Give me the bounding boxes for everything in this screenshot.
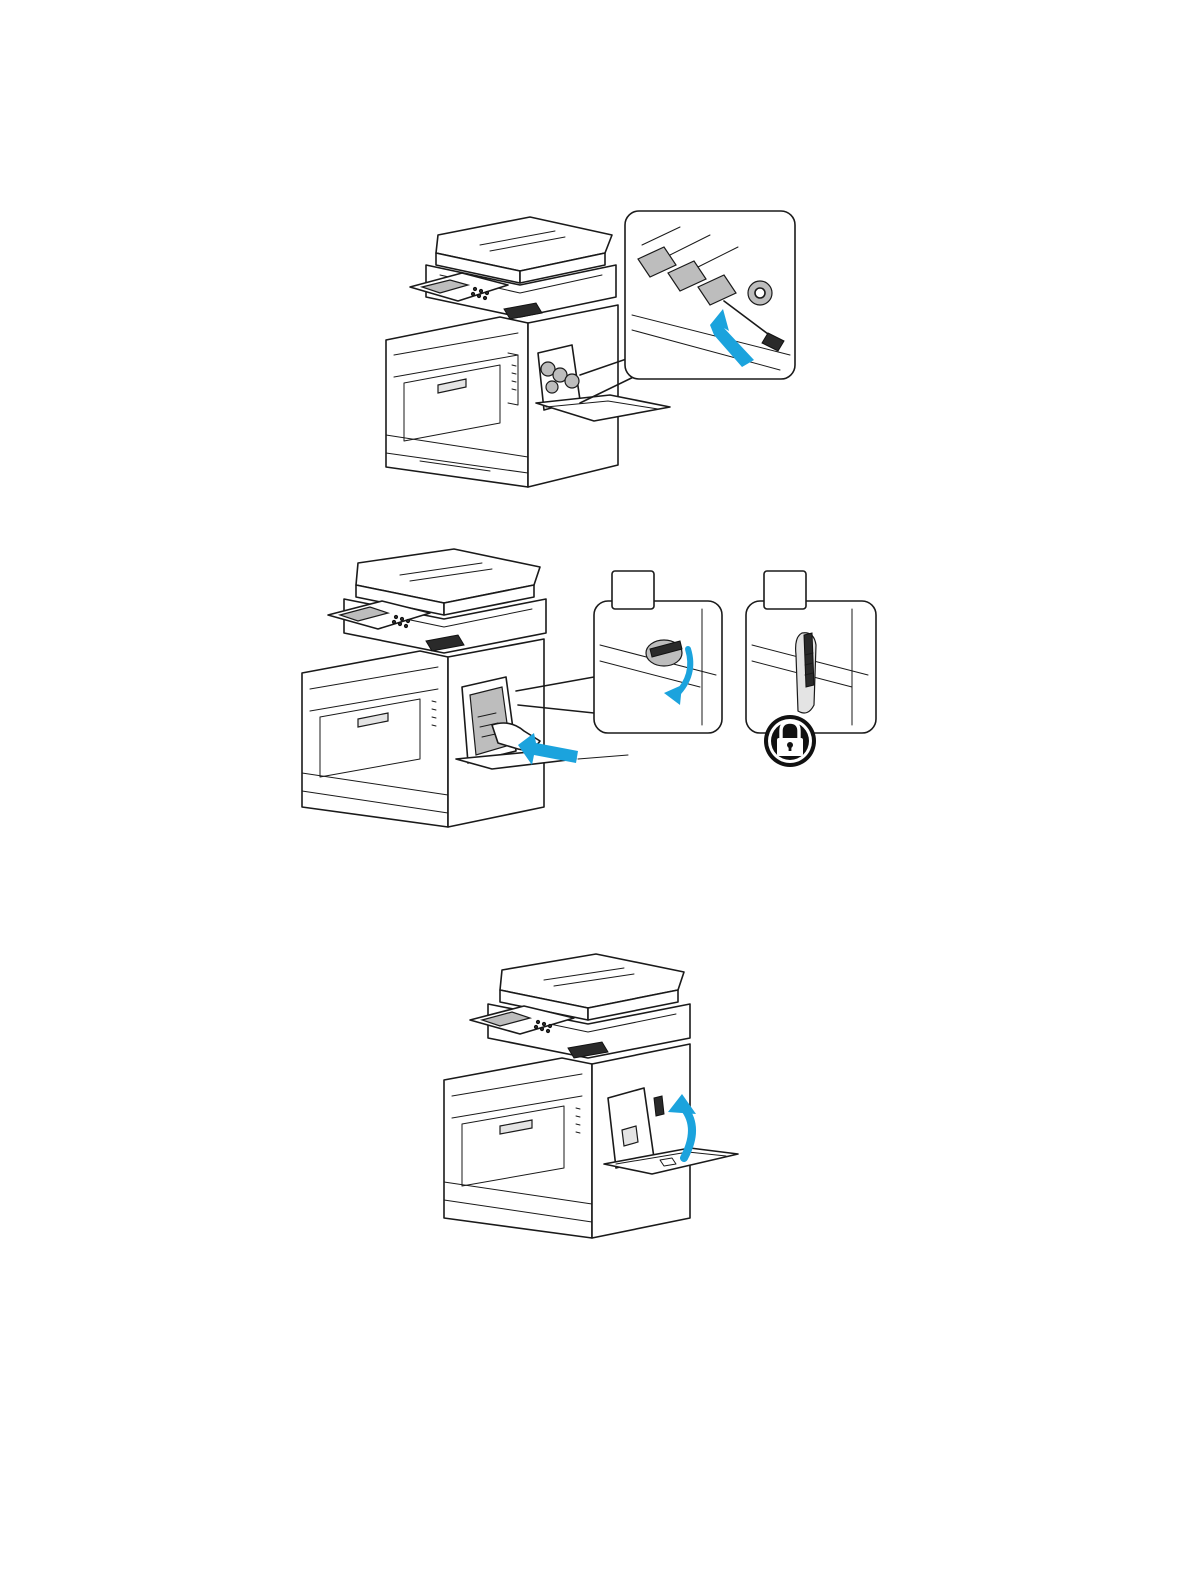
printer-close-right-door-icon	[438, 948, 748, 1243]
printer-waste-toner-box-with-lock-lever-insets-icon	[296, 545, 886, 830]
figure-3-printer-close-door	[438, 948, 748, 1243]
padlock-icon	[764, 715, 816, 767]
figure-1-printer-cleaning-rod	[380, 205, 810, 495]
figure-2-printer-waste-toner	[296, 545, 886, 830]
printer-with-cleaning-rod-inset-icon	[380, 205, 810, 495]
